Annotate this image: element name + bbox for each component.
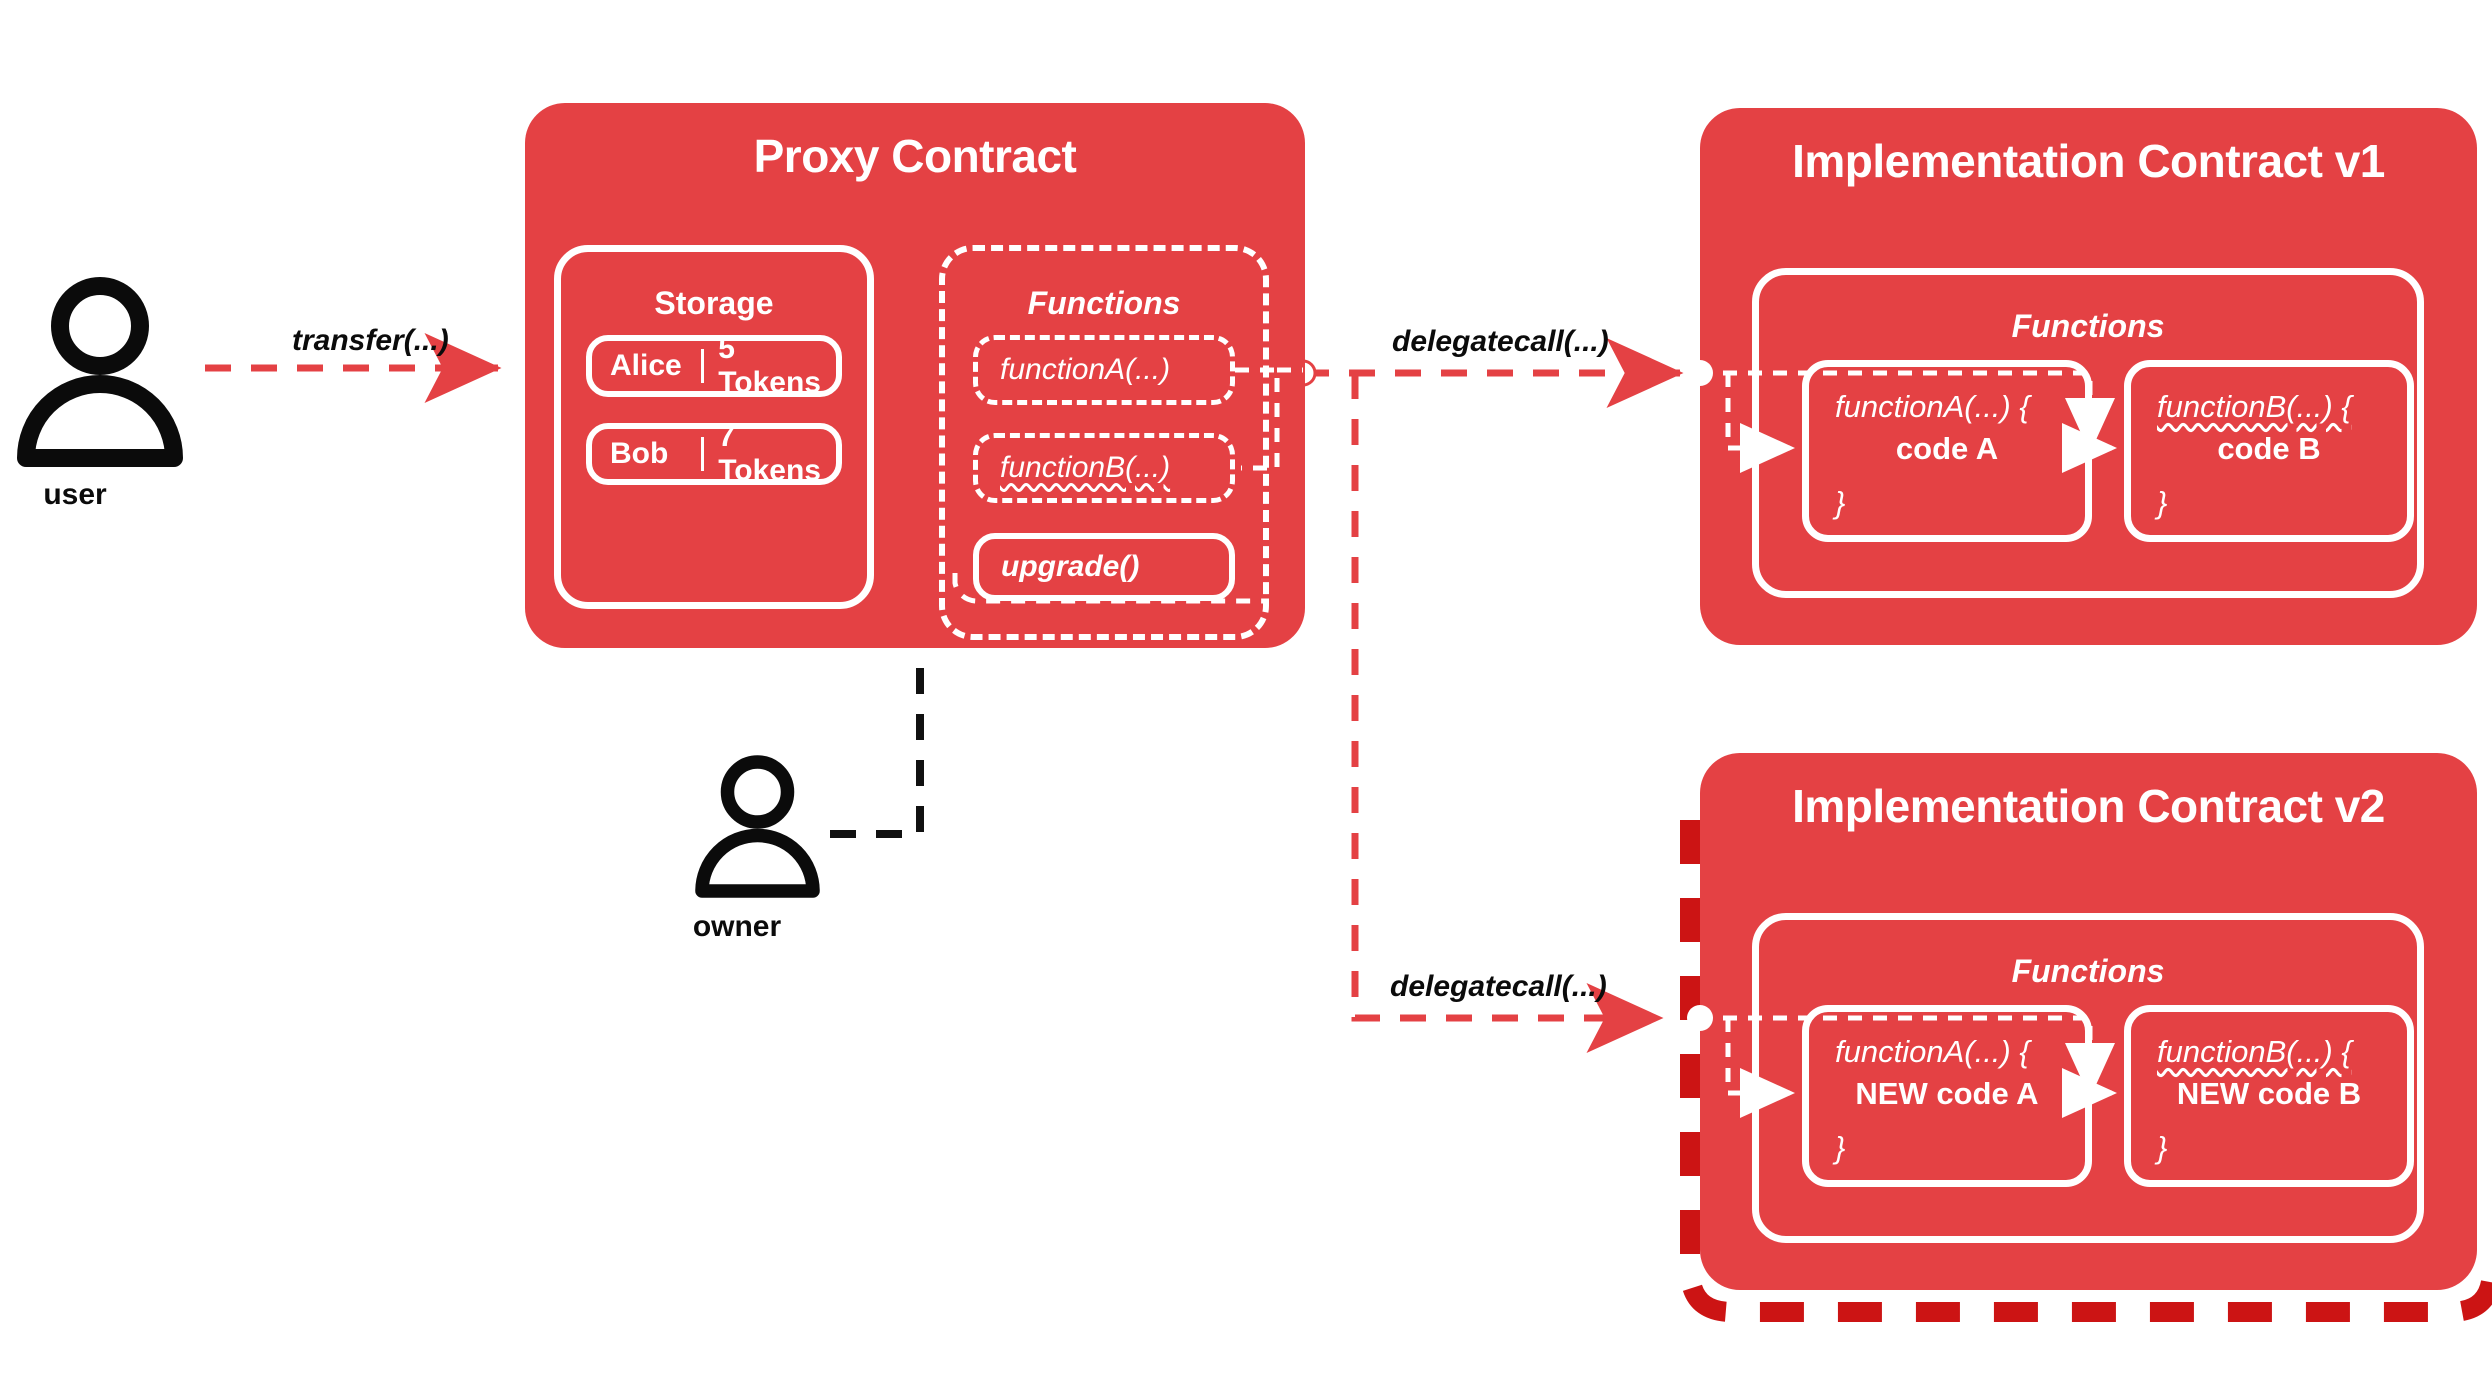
code-body: code A [1895,431,1999,466]
proxy-function-upgrade[interactable]: upgrade() [973,533,1235,601]
implementation-v2-card[interactable]: Implementation Contract v2 Functions fun… [1698,753,2477,1290]
implementation-v2-code-functionb[interactable]: functionB(...) { NEW code B } [2124,1005,2414,1187]
junction-dot-v1-in [1687,360,1713,386]
storage-row-key: Bob [610,437,669,470]
implementation-v2-title: Implementation Contract v2 [1792,780,2385,832]
code-signature: functionA(...) { [1835,1034,2030,1069]
proxy-internal-routing [952,367,1303,604]
storage-row-key: Alice [610,349,682,382]
edge-label-delegatecall-v2: delegatecall(...) [1390,970,1607,1003]
implementation-v1-functions-label: Functions [2011,308,2165,344]
implementation-v1-internal-routing [1698,370,2117,473]
storage-row-separator [701,349,705,383]
proxy-contract-card[interactable]: Proxy Contract Storage Alice 5 Tokens Bo… [525,103,1305,648]
proxy-function-label: upgrade() [1001,550,1140,583]
implementation-v2-functions-label: Functions [2011,953,2165,989]
proxy-storage-label: Storage [654,285,774,321]
proxy-function-label: functionA(...) [1000,353,1171,386]
actor-owner-label: owner [692,910,782,943]
code-body: NEW code B [2176,1076,2362,1111]
code-signature: functionB(...) { [2157,1034,2352,1069]
implementation-v1-title: Implementation Contract v1 [1792,135,2385,187]
implementation-v1-card[interactable]: Implementation Contract v1 Functions fun… [1698,108,2477,645]
code-body: code B [2217,431,2321,466]
storage-row-value: 7 Tokens [718,420,821,487]
storage-row-separator [701,437,705,471]
storage-row[interactable]: Alice 5 Tokens [586,332,842,399]
edge-label-delegatecall-v1: delegatecall(...) [1392,325,1609,358]
code-close-brace: } [2157,1130,2168,1165]
implementation-v1-code-functiona[interactable]: functionA(...) { code A } [1802,360,2092,542]
proxy-functions-panel [939,245,1269,640]
proxy-function-functiona[interactable]: functionA(...) [973,335,1235,405]
proxy-function-label: functionB(...) [1000,451,1171,484]
implementation-v2-internal-routing [1698,1015,2117,1118]
code-close-brace: } [2157,485,2168,520]
implementation-v2-code-functiona[interactable]: functionA(...) { NEW code A } [1802,1005,2092,1187]
junction-dot-v2-in [1687,1005,1713,1031]
code-close-brace: } [1835,485,1846,520]
code-signature: functionB(...) { [2157,389,2352,424]
storage-row-value: 5 Tokens [718,332,821,399]
storage-row[interactable]: Bob 7 Tokens [586,420,842,487]
code-signature: functionA(...) { [1835,389,2030,424]
proxy-functions-label: Functions [1027,285,1181,321]
code-body: NEW code A [1855,1076,2039,1111]
actor-user-label: user [43,478,107,511]
edge-label-transfer: transfer(...) [292,324,449,357]
edge-delegatecall-v2 [1351,373,1664,1053]
proxy-contract-title: Proxy Contract [753,130,1077,182]
actor-owner: owner [690,750,890,1000]
implementation-v1-code-functionb[interactable]: functionB(...) { code B } [2124,360,2414,542]
proxy-function-functionb[interactable]: functionB(...) [973,433,1235,503]
code-close-brace: } [1835,1130,1846,1165]
actor-user: user [10,270,210,520]
person-icon [695,755,820,898]
person-icon [17,277,183,467]
proxy-storage-panel [554,245,874,609]
